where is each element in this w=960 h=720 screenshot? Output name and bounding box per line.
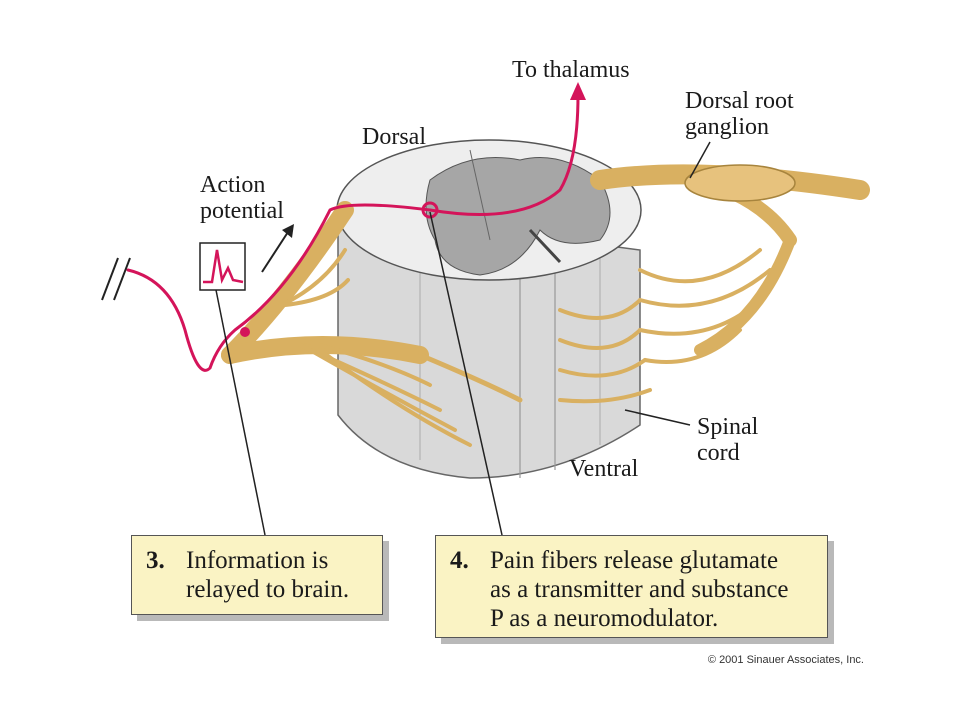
label-dorsal-root-ganglion: Dorsal root ganglion xyxy=(685,88,794,140)
thalamus-arrowhead xyxy=(570,82,586,100)
synapse-marker xyxy=(421,201,439,219)
leader-lines xyxy=(215,141,711,536)
action-potential-inset xyxy=(199,242,246,291)
caption-3-line2: relayed to brain. xyxy=(186,576,350,603)
pain-pathway xyxy=(126,93,580,372)
label-spinal-line2: cord xyxy=(697,440,740,466)
caption-box-4: 4. Pain fibers release glutamate as a tr… xyxy=(435,535,828,638)
direction-arrow xyxy=(261,231,289,273)
label-action-potential: Action potential xyxy=(200,172,284,224)
label-spinal-cord: Spinal cord xyxy=(697,414,758,466)
label-ventral: Ventral xyxy=(569,456,639,482)
label-dorsal: Dorsal xyxy=(362,124,426,150)
dorsal-root-ganglion xyxy=(684,164,796,202)
caption-4-line2: as a transmitter and substance xyxy=(490,576,789,603)
direction-arrowhead xyxy=(282,224,294,238)
copyright-notice: © 2001 Sinauer Associates, Inc. xyxy=(707,654,864,666)
label-spinal-line1: Spinal xyxy=(697,414,759,440)
caption-3-number: 3. xyxy=(146,547,165,574)
spinal-cord-body xyxy=(336,139,642,479)
fiber-node xyxy=(240,327,250,337)
label-dorsal-root-line2: ganglion xyxy=(685,114,769,140)
label-to-thalamus: To thalamus xyxy=(512,57,630,83)
caption-4-number: 4. xyxy=(450,547,469,574)
left-spinal-nerve xyxy=(221,201,523,447)
caption-4-line1: Pain fibers release glutamate xyxy=(490,547,779,574)
break-marks xyxy=(101,257,131,301)
label-action-line2: potential xyxy=(200,198,284,224)
caption-4-line3: P as a neuromodulator. xyxy=(490,605,719,632)
label-action-line1: Action xyxy=(200,172,266,198)
caption-4-text: Pain fibers release glutamate as a trans… xyxy=(490,546,789,633)
caption-3-line1: Information is xyxy=(186,547,329,574)
label-dorsal-root-line1: Dorsal root xyxy=(685,88,794,114)
caption-3-text: Information is relayed to brain. xyxy=(186,546,349,604)
caption-box-3: 3. Information is relayed to brain. xyxy=(131,535,383,615)
